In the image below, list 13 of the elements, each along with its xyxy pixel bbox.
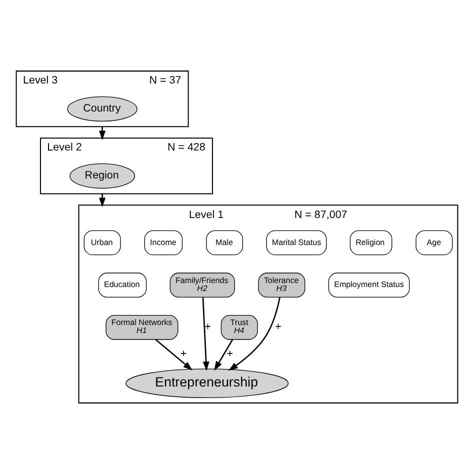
node-ellipse: Entrepreneurship: [126, 368, 289, 398]
edge-label: +: [226, 348, 234, 360]
edge-label: +: [275, 320, 282, 333]
arrow: [99, 126, 106, 140]
arrow: [99, 194, 106, 208]
node-ellipse: Region: [70, 163, 135, 189]
arrow: [228, 297, 280, 371]
arrow: [155, 339, 193, 370]
node-ellipse: Country: [67, 96, 138, 122]
arrow: [214, 339, 234, 371]
edge-label: +: [180, 348, 187, 360]
edge-label: +: [204, 320, 211, 333]
arrow: [202, 297, 210, 372]
